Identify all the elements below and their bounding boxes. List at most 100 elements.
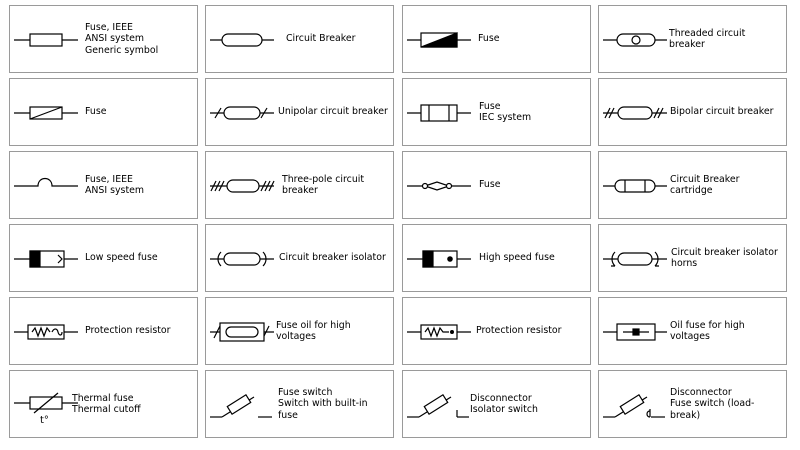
bipolar-circuit-breaker-icon — [599, 79, 671, 147]
symbol-label-line: Switch with built-in fuse — [278, 398, 368, 421]
symbol-label-line: Circuit Breaker — [286, 33, 356, 45]
symbol-label-line: Circuit breaker isolator — [671, 246, 778, 258]
fuse-ieee-generic-icon — [10, 6, 82, 74]
disconnector-load-break-icon — [599, 371, 671, 439]
symbol-label-line: IEC system — [479, 112, 532, 123]
protection-resistor-alt-icon — [403, 298, 475, 366]
symbol-label-line: Fuse — [478, 33, 500, 45]
symbol-label: High speed fuse — [479, 225, 587, 291]
symbol-cell: Fuse — [402, 5, 591, 73]
symbol-label-line: Unipolar circuit breaker — [278, 106, 388, 118]
symbol-label-line: Circuit Breaker cartridge — [670, 173, 740, 197]
symbol-label-line: ANSI system — [85, 33, 145, 45]
symbol-label-line: Fuse, IEEE — [85, 21, 133, 33]
symbol-label: Circuit breaker isolator — [279, 225, 390, 291]
symbol-cell: Fuse — [9, 78, 198, 146]
symbol-label-line: Thermal fuse — [72, 392, 134, 404]
circuit-breaker-cartridge-icon — [599, 152, 671, 220]
symbol-cell: Bipolar circuit breaker — [598, 78, 787, 146]
thermal-symbol-text: t° — [40, 415, 49, 426]
protection-resistor-icon — [10, 298, 82, 366]
symbol-label-line: Disconnector — [670, 386, 732, 398]
symbol-label-line: Fuse — [479, 100, 501, 112]
symbol-cell: Fuse — [402, 151, 591, 219]
symbol-label-line: Low speed fuse — [85, 252, 158, 264]
symbol-label: Fuse — [85, 79, 194, 145]
symbol-label-line: Threaded circuit breaker — [669, 27, 746, 51]
symbol-cell: High speed fuse — [402, 224, 591, 292]
symbol-label-line: horns — [671, 258, 698, 269]
disconnector-isolator-icon — [403, 371, 475, 439]
fuse-oil-high-voltage-icon — [206, 298, 278, 366]
fuse-link-icon — [403, 152, 475, 220]
symbol-cell: Low speed fuse — [9, 224, 198, 292]
symbol-label: Circuit Breaker — [286, 6, 390, 72]
circuit-breaker-isolator-horns-icon — [599, 225, 671, 293]
symbol-label-line: Fuse, IEEE — [85, 173, 133, 185]
symbol-cell: Circuit breaker isolator — [205, 224, 394, 292]
symbol-label-line: Bipolar circuit breaker — [670, 106, 774, 118]
symbol-label: Protection resistor — [476, 298, 587, 364]
symbol-label-line: Generic symbol — [85, 44, 159, 56]
symbol-label-line: Circuit breaker isolator — [279, 252, 386, 264]
high-speed-fuse-icon — [403, 225, 475, 293]
symbol-label: Threaded circuit breaker — [669, 6, 783, 72]
symbol-label: Fuse — [478, 6, 587, 72]
symbol-label-line: Protection resistor — [85, 325, 171, 337]
symbol-cell: Circuit Breaker — [205, 5, 394, 73]
symbol-label-line: ANSI system — [85, 185, 145, 196]
low-speed-fuse-icon — [10, 225, 82, 293]
symbol-label: Bipolar circuit breaker — [670, 79, 783, 145]
symbol-label-line: Fuse switch — [278, 386, 333, 398]
symbol-label-line: Thermal cutoff — [72, 404, 141, 415]
unipolar-circuit-breaker-icon — [206, 79, 278, 147]
symbol-label-line: Fuse switch (load-break) — [670, 398, 755, 421]
symbol-label-line: Isolator switch — [470, 404, 538, 415]
symbol-label: Oil fuse for high voltages — [670, 298, 783, 364]
symbol-cell: Fuse oil for high voltages — [205, 297, 394, 365]
symbol-label-line: Three-pole circuit — [282, 173, 365, 185]
symbol-cell: Threaded circuit breaker — [598, 5, 787, 73]
symbol-label-line: Fuse — [85, 106, 107, 118]
symbol-label-line: Protection resistor — [476, 325, 562, 337]
fuse-switch-icon — [206, 371, 278, 439]
symbol-label-line: Oil fuse for high voltages — [670, 319, 745, 343]
threaded-circuit-breaker-icon — [599, 6, 671, 74]
symbol-cell: Oil fuse for high voltages — [598, 297, 787, 365]
circuit-breaker-isolator-icon — [206, 225, 278, 293]
oil-fuse-high-voltage-icon — [599, 298, 671, 366]
fuse-ieee-ansi-wave-icon — [10, 152, 82, 220]
symbol-cell: Protection resistor — [9, 297, 198, 365]
symbol-label-line: Fuse — [479, 179, 501, 191]
symbol-label: Fuse oil for high voltages — [276, 298, 390, 364]
thermal-fuse-icon: t° — [10, 371, 82, 439]
symbol-label: Unipolar circuit breaker — [278, 79, 390, 145]
symbol-cell: Unipolar circuit breaker — [205, 78, 394, 146]
symbol-label: Low speed fuse — [85, 225, 194, 291]
symbol-label-line: breaker — [282, 185, 318, 196]
symbol-label: Circuit Breaker cartridge — [670, 152, 783, 218]
symbol-label-line: Fuse oil for high voltages — [276, 319, 351, 343]
circuit-breaker-icon — [206, 6, 278, 74]
fuse-iec-icon — [403, 79, 475, 147]
fuse-triangle-icon — [403, 6, 475, 74]
symbol-cell: Circuit Breaker cartridge — [598, 151, 787, 219]
